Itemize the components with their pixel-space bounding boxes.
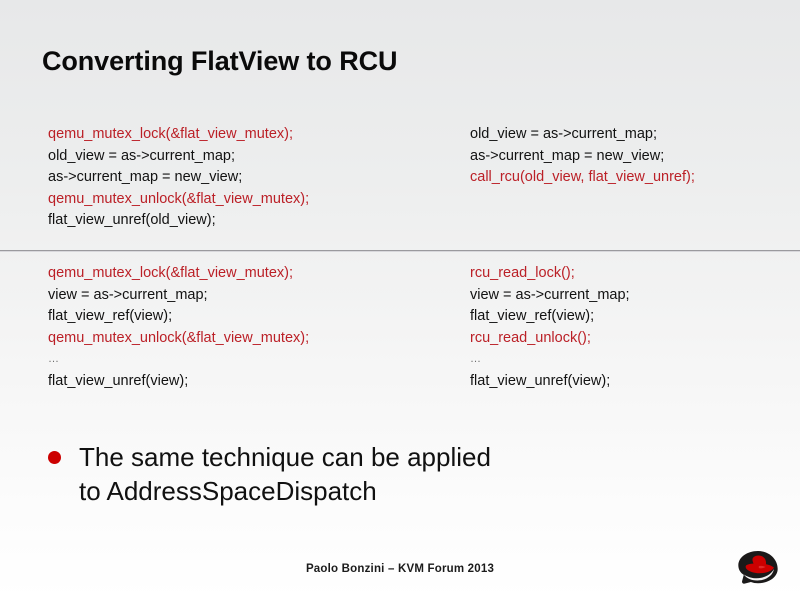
footer-attribution: Paolo Bonzini – KVM Forum 2013 [305, 563, 495, 575]
code-line: … [470, 353, 481, 365]
bullet-list-item: The same technique can be applied to Add… [48, 440, 748, 508]
red-hat-shadowman-logo [737, 551, 779, 587]
code-line: rcu_read_unlock(); [470, 329, 591, 346]
code-line: old_view = as->current_map; [470, 126, 657, 142]
code-line: view = as->current_map; [48, 286, 208, 303]
code-line: … [48, 353, 59, 365]
code-line: flat_view_unref(old_view); [48, 212, 216, 228]
code-line: qemu_mutex_unlock(&flat_view_mutex); [48, 329, 310, 346]
bullet-dot-icon [48, 451, 61, 464]
slide-title: Converting FlatView to RCU [42, 46, 398, 76]
code-column-right: old_view = as->current_map; as->current_m… [470, 124, 695, 189]
code-column-right: rcu_read_lock();view = as->current_map;f… [470, 263, 630, 392]
code-column-left: qemu_mutex_lock(&flat_view_mutex); old_vi… [48, 124, 309, 232]
code-line: old_view = as->current_map; [48, 147, 235, 164]
code-line: qemu_mutex_lock(&flat_view_mutex); [48, 126, 293, 142]
code-line: flat_view_unref(view); [470, 372, 611, 389]
code-line: qemu_mutex_unlock(&flat_view_mutex); [48, 190, 310, 207]
code-line: as->current_map = new_view; [48, 169, 243, 185]
code-line: qemu_mutex_lock(&flat_view_mutex); [48, 265, 293, 281]
section-divider [0, 250, 800, 252]
bullet-item-label: The same technique can be applied to Add… [79, 442, 491, 506]
code-line: flat_view_ref(view); [470, 308, 595, 324]
code-line: call_rcu(old_view, flat_view_unref); [470, 169, 695, 185]
code-line: rcu_read_lock(); [470, 265, 575, 281]
code-line: flat_view_ref(view); [48, 308, 173, 324]
code-column-left: qemu_mutex_lock(&flat_view_mutex);view =… [48, 263, 309, 392]
code-line: flat_view_unref(view); [48, 372, 189, 389]
code-line: as->current_map = new_view; [470, 147, 665, 164]
code-line: view = as->current_map; [470, 286, 630, 303]
